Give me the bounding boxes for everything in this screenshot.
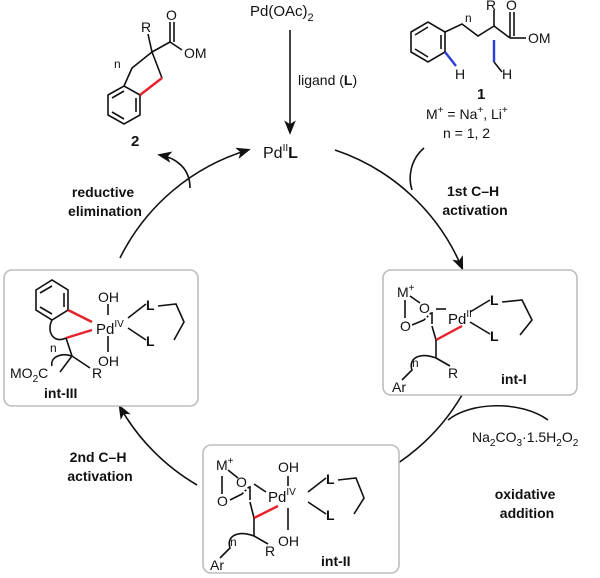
- int3-label: int-III: [44, 385, 77, 401]
- product-n: n: [114, 57, 121, 71]
- step-reductive-elimination: reductive elimination: [68, 184, 142, 219]
- int3-ester: MO2C: [10, 365, 48, 385]
- int1-label: int-I: [501, 371, 527, 387]
- precursor-label: Pd(OAc)2: [250, 3, 314, 24]
- product-R: R: [141, 19, 151, 35]
- int1-O-top: O: [419, 300, 430, 316]
- int3-n: n: [50, 341, 57, 355]
- int2-Ar: Ar: [210, 557, 224, 573]
- int2-M: M+: [216, 456, 234, 473]
- int3-OH-bottom: OH: [98, 353, 119, 369]
- int2-L-bottom: L: [326, 507, 335, 523]
- product-2-structure: [107, 22, 183, 125]
- substrate-H-methyl: H: [502, 66, 512, 82]
- hook-enter-oxidant: [447, 405, 549, 421]
- substrate-1-structure: [410, 10, 526, 73]
- counterion-label: M+ = Na+, Li+: [426, 105, 508, 122]
- arc-to-pd: [119, 147, 251, 259]
- int1-L-bottom: L: [490, 328, 499, 344]
- int2-Pd: PdIV: [268, 487, 296, 506]
- int3-L-top: L: [146, 297, 155, 313]
- step-second-ch-activation: 2nd C–H activation: [67, 449, 132, 484]
- int1-L-top: L: [490, 292, 499, 308]
- int1-box: [382, 269, 578, 396]
- int2-structure: [219, 469, 365, 559]
- substrate-OM: OM: [528, 30, 551, 46]
- catalyst-label: PdIIL: [263, 143, 298, 162]
- int2-OH-bottom: OH: [278, 533, 299, 549]
- int1-Pd: PdII: [448, 309, 472, 328]
- hook-enter-substrate: [409, 147, 425, 191]
- oxidant-label: Na2CO3·1.5H2O2: [472, 429, 579, 449]
- int3-box: [3, 269, 199, 407]
- int1-structure: [401, 295, 533, 381]
- product-O: O: [166, 7, 177, 23]
- int3-structure: [35, 279, 185, 373]
- substrate-H-aryl: H: [455, 66, 465, 82]
- int2-box: [202, 444, 400, 574]
- int1-R: R: [448, 365, 458, 381]
- int1-O-bottom: O: [400, 318, 411, 334]
- int3-Pd: PdIV: [96, 319, 124, 338]
- product-number: 2: [131, 133, 139, 150]
- step-first-ch-activation: 1st C–H activation: [442, 183, 507, 218]
- int2-R: R: [265, 543, 275, 559]
- ligand-label: ligand (L): [298, 72, 357, 88]
- int1-M: M+: [397, 283, 415, 300]
- n-values-label: n = 1, 2: [443, 125, 490, 141]
- int1-n: n: [412, 356, 419, 370]
- substrate-n: n: [465, 11, 472, 25]
- int2-label: int-II: [321, 553, 351, 569]
- substrate-R: R: [486, 0, 496, 13]
- product-OM: OM: [184, 45, 207, 61]
- int2-OH-top: OH: [278, 459, 299, 475]
- arc-to-int3: [118, 404, 198, 486]
- cycle-arrows: [118, 30, 549, 487]
- arc-to-int1: [334, 149, 464, 271]
- int2-L-top: L: [326, 471, 335, 487]
- substrate-number: 1: [477, 86, 485, 103]
- int3-L-bottom: L: [146, 333, 155, 349]
- int3-R: R: [92, 365, 102, 381]
- substrate-O: O: [506, 0, 517, 13]
- step-oxidative-addition: oxidative addition: [495, 486, 560, 521]
- int3-OH-top: OH: [98, 289, 119, 305]
- int2-O-top: O: [236, 474, 247, 490]
- int2-O-bottom: O: [217, 493, 228, 509]
- int1-Ar: Ar: [392, 379, 406, 395]
- int2-n: n: [230, 535, 237, 549]
- hook-release-product: [157, 151, 191, 189]
